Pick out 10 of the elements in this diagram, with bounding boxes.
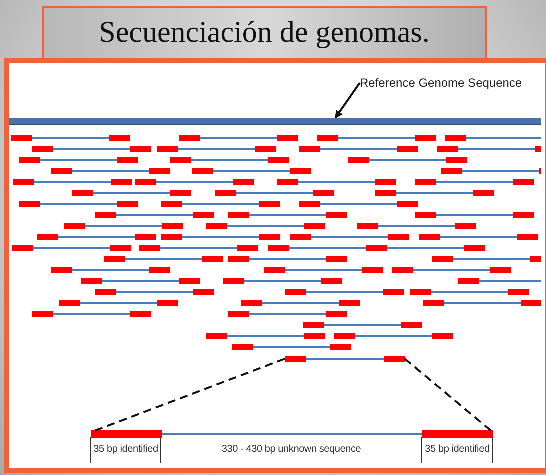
- segment-label: 330 - 430 bp unknown sequence: [220, 444, 362, 455]
- arrow: [334, 82, 361, 119]
- segment-label: 35 bp identified: [92, 444, 160, 455]
- segment-label: 35 bp identified: [424, 444, 491, 455]
- dashed-zoom-line: [404, 358, 494, 434]
- paired-read: [285, 356, 405, 362]
- reference-sequence-bar: [9, 118, 541, 124]
- paired-read: [91, 430, 493, 438]
- callout-label: Reference Genome Sequence: [360, 75, 530, 91]
- title: Secuenciación de genomas.: [99, 16, 430, 50]
